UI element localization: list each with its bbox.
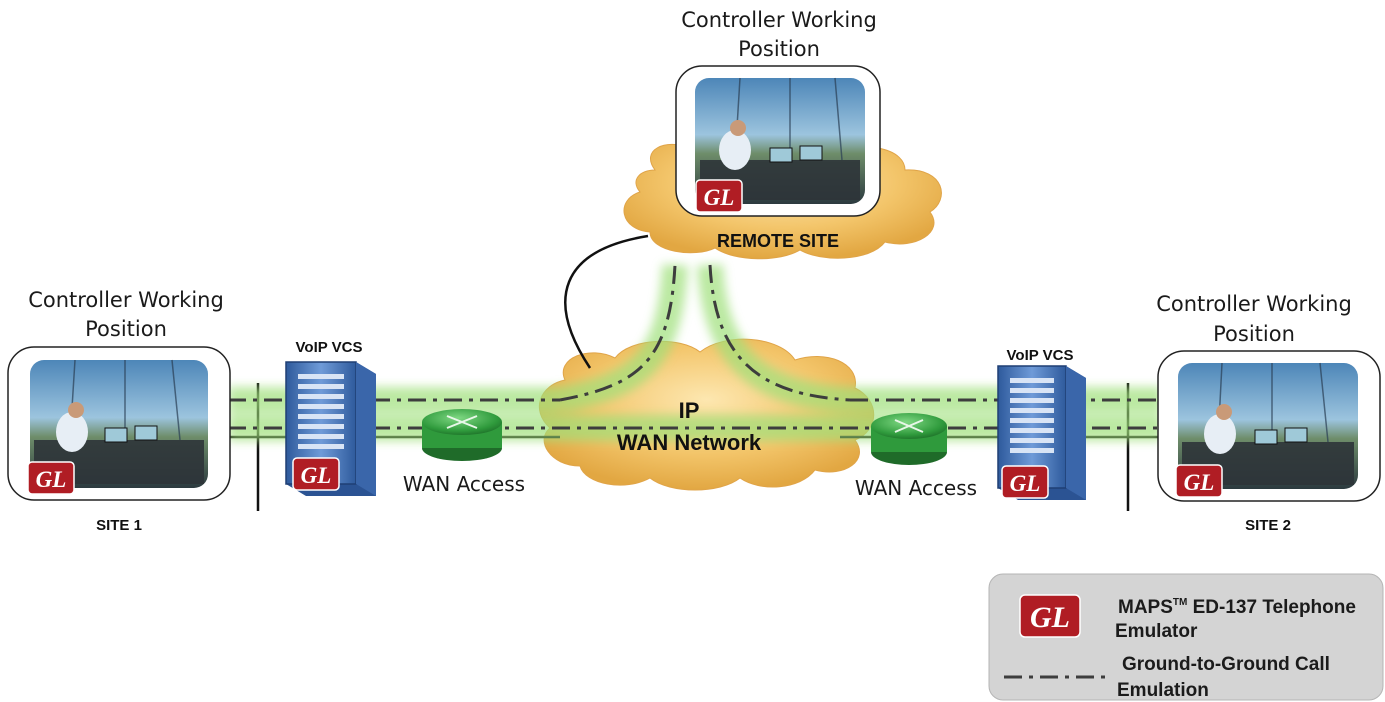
site2-controller-workstation: GL — [1157, 350, 1381, 502]
svg-text:GL: GL — [1010, 471, 1041, 496]
site1-controller-workstation: GL — [7, 346, 231, 501]
cwp-top-label-line1: Controller Working — [681, 8, 877, 32]
legend-box: GL MAPSTM ED-137 Telephone Emulator Grou… — [988, 573, 1384, 701]
gl-badge-icon: GL — [292, 457, 340, 491]
cwp-right-label-line1: Controller Working — [1156, 292, 1352, 316]
remote-controller-workstation: GL — [675, 65, 881, 217]
svg-text:GL: GL — [1184, 470, 1215, 495]
voip-vcs-server-left: GL — [285, 361, 376, 496]
legend-call-line1: Ground-to-Ground Call — [1122, 654, 1330, 675]
remote-site-label: REMOTE SITE — [717, 231, 839, 251]
voip-vcs-left-label: VoIP VCS — [296, 339, 363, 356]
svg-text:GL: GL — [704, 185, 735, 210]
wan-network-label: WAN Network — [617, 430, 762, 455]
svg-text:GL: GL — [1030, 601, 1070, 634]
legend-call-line2: Emulation — [1117, 680, 1209, 701]
cwp-top-label-line2: Position — [738, 37, 820, 61]
wan-access-router-left — [422, 409, 502, 461]
gl-badge-icon: GL — [1175, 464, 1223, 498]
site2-label: SITE 2 — [1245, 517, 1291, 534]
voip-vcs-server-right: GL — [997, 365, 1086, 500]
gl-badge-icon: GL — [1001, 465, 1049, 499]
svg-text:GL: GL — [36, 467, 67, 492]
legend-maps-line1: MAPSTM ED-137 Telephone — [1118, 597, 1356, 618]
ip-label: IP — [679, 398, 700, 423]
wan-access-left-label: WAN Access — [403, 472, 525, 496]
cwp-left-label-line1: Controller Working — [28, 288, 224, 312]
gl-badge-icon: GL — [1019, 594, 1081, 638]
cwp-left-label-line2: Position — [85, 317, 167, 341]
wan-network-cloud — [538, 338, 875, 491]
legend-maps-line2: Emulator — [1115, 621, 1198, 642]
voip-vcs-right-label: VoIP VCS — [1007, 347, 1074, 364]
site1-label: SITE 1 — [96, 517, 142, 534]
gl-badge-icon: GL — [695, 179, 743, 213]
wan-access-router-right — [871, 413, 947, 465]
svg-text:GL: GL — [301, 463, 332, 488]
gl-badge-icon: GL — [27, 461, 75, 495]
cwp-right-label-line2: Position — [1213, 322, 1295, 346]
wan-access-right-label: WAN Access — [855, 476, 977, 500]
